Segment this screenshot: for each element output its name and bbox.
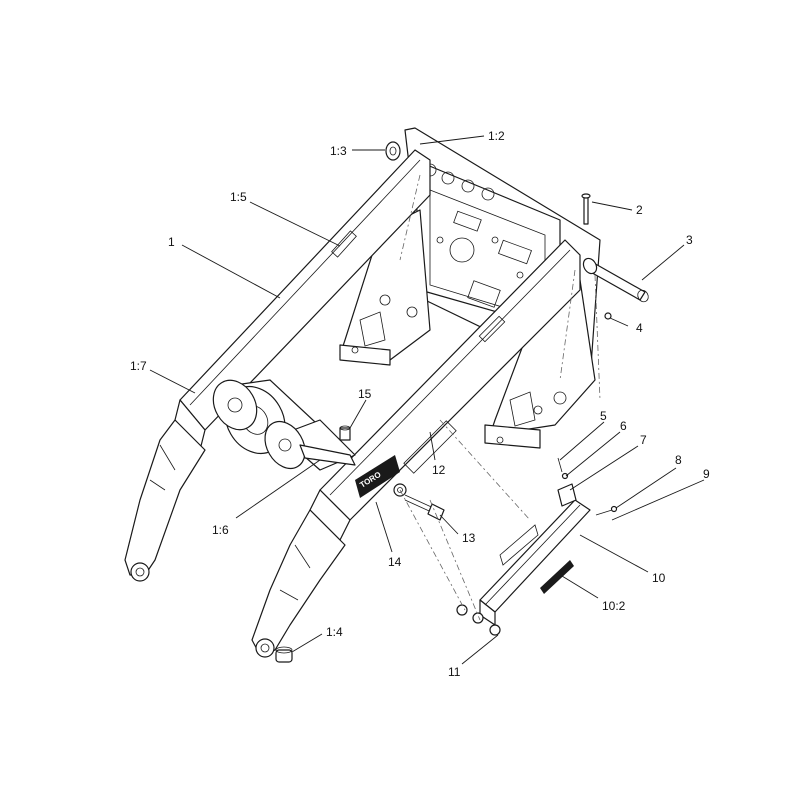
hardware-8-9 <box>595 505 618 516</box>
callout-1-6: 1:6 <box>212 523 229 537</box>
callout-10-2: 10:2 <box>602 599 626 613</box>
callout-1-3: 1:3 <box>330 144 347 158</box>
pin-15 <box>339 425 351 441</box>
callout-1-2: 1:2 <box>488 129 505 143</box>
nut-4 <box>604 312 612 320</box>
callout-1-5: 1:5 <box>230 190 247 204</box>
callout-11: 11 <box>448 665 461 679</box>
callout-10: 10 <box>652 571 666 585</box>
callout-7: 7 <box>640 433 647 447</box>
decal-10-2 <box>540 560 574 594</box>
hidden-center-lines <box>399 174 601 621</box>
callout-15: 15 <box>358 387 372 401</box>
hardware-5-6-7 <box>557 457 577 507</box>
callout-3: 3 <box>686 233 693 247</box>
connecting-rod <box>299 444 356 466</box>
bushing-1-4 <box>275 646 293 663</box>
left-mount-bracket <box>339 209 431 366</box>
right-mount-bracket <box>484 279 596 449</box>
right-boom-arm <box>251 239 581 658</box>
callout-14: 14 <box>388 555 402 569</box>
bushing-1-3 <box>385 141 401 161</box>
callout-1-7: 1:7 <box>130 359 147 373</box>
callout-1-4: 1:4 <box>326 625 343 639</box>
callout-5: 5 <box>600 409 607 423</box>
pin-3 <box>582 257 649 303</box>
callout-labels: 1:2 1:3 1:5 1 2 3 4 1:7 15 5 6 7 8 9 12 … <box>130 129 710 679</box>
callout-9: 9 <box>703 467 710 481</box>
leader-lines <box>149 135 705 665</box>
latch-assembly <box>456 499 591 636</box>
callout-12: 12 <box>432 463 446 477</box>
bolt-13 <box>404 494 445 521</box>
bolt-2 <box>581 193 591 225</box>
callout-13: 13 <box>462 531 476 545</box>
callout-8: 8 <box>675 453 682 467</box>
callout-6: 6 <box>620 419 627 433</box>
left-boom-arm <box>124 149 431 582</box>
callout-4: 4 <box>636 321 643 335</box>
callout-2: 2 <box>636 203 643 217</box>
callout-1: 1 <box>168 235 175 249</box>
